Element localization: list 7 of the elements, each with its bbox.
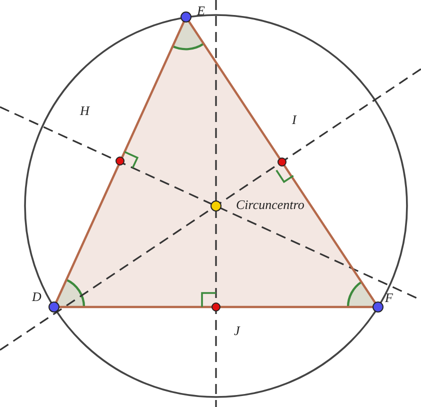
point-label: E: [197, 4, 205, 17]
point-label: J: [234, 324, 240, 337]
point-label: Circuncentro: [236, 198, 304, 211]
point-label: I: [292, 113, 296, 126]
point-label: H: [80, 104, 90, 117]
point-label: F: [385, 291, 393, 304]
point-label: D: [32, 290, 42, 303]
